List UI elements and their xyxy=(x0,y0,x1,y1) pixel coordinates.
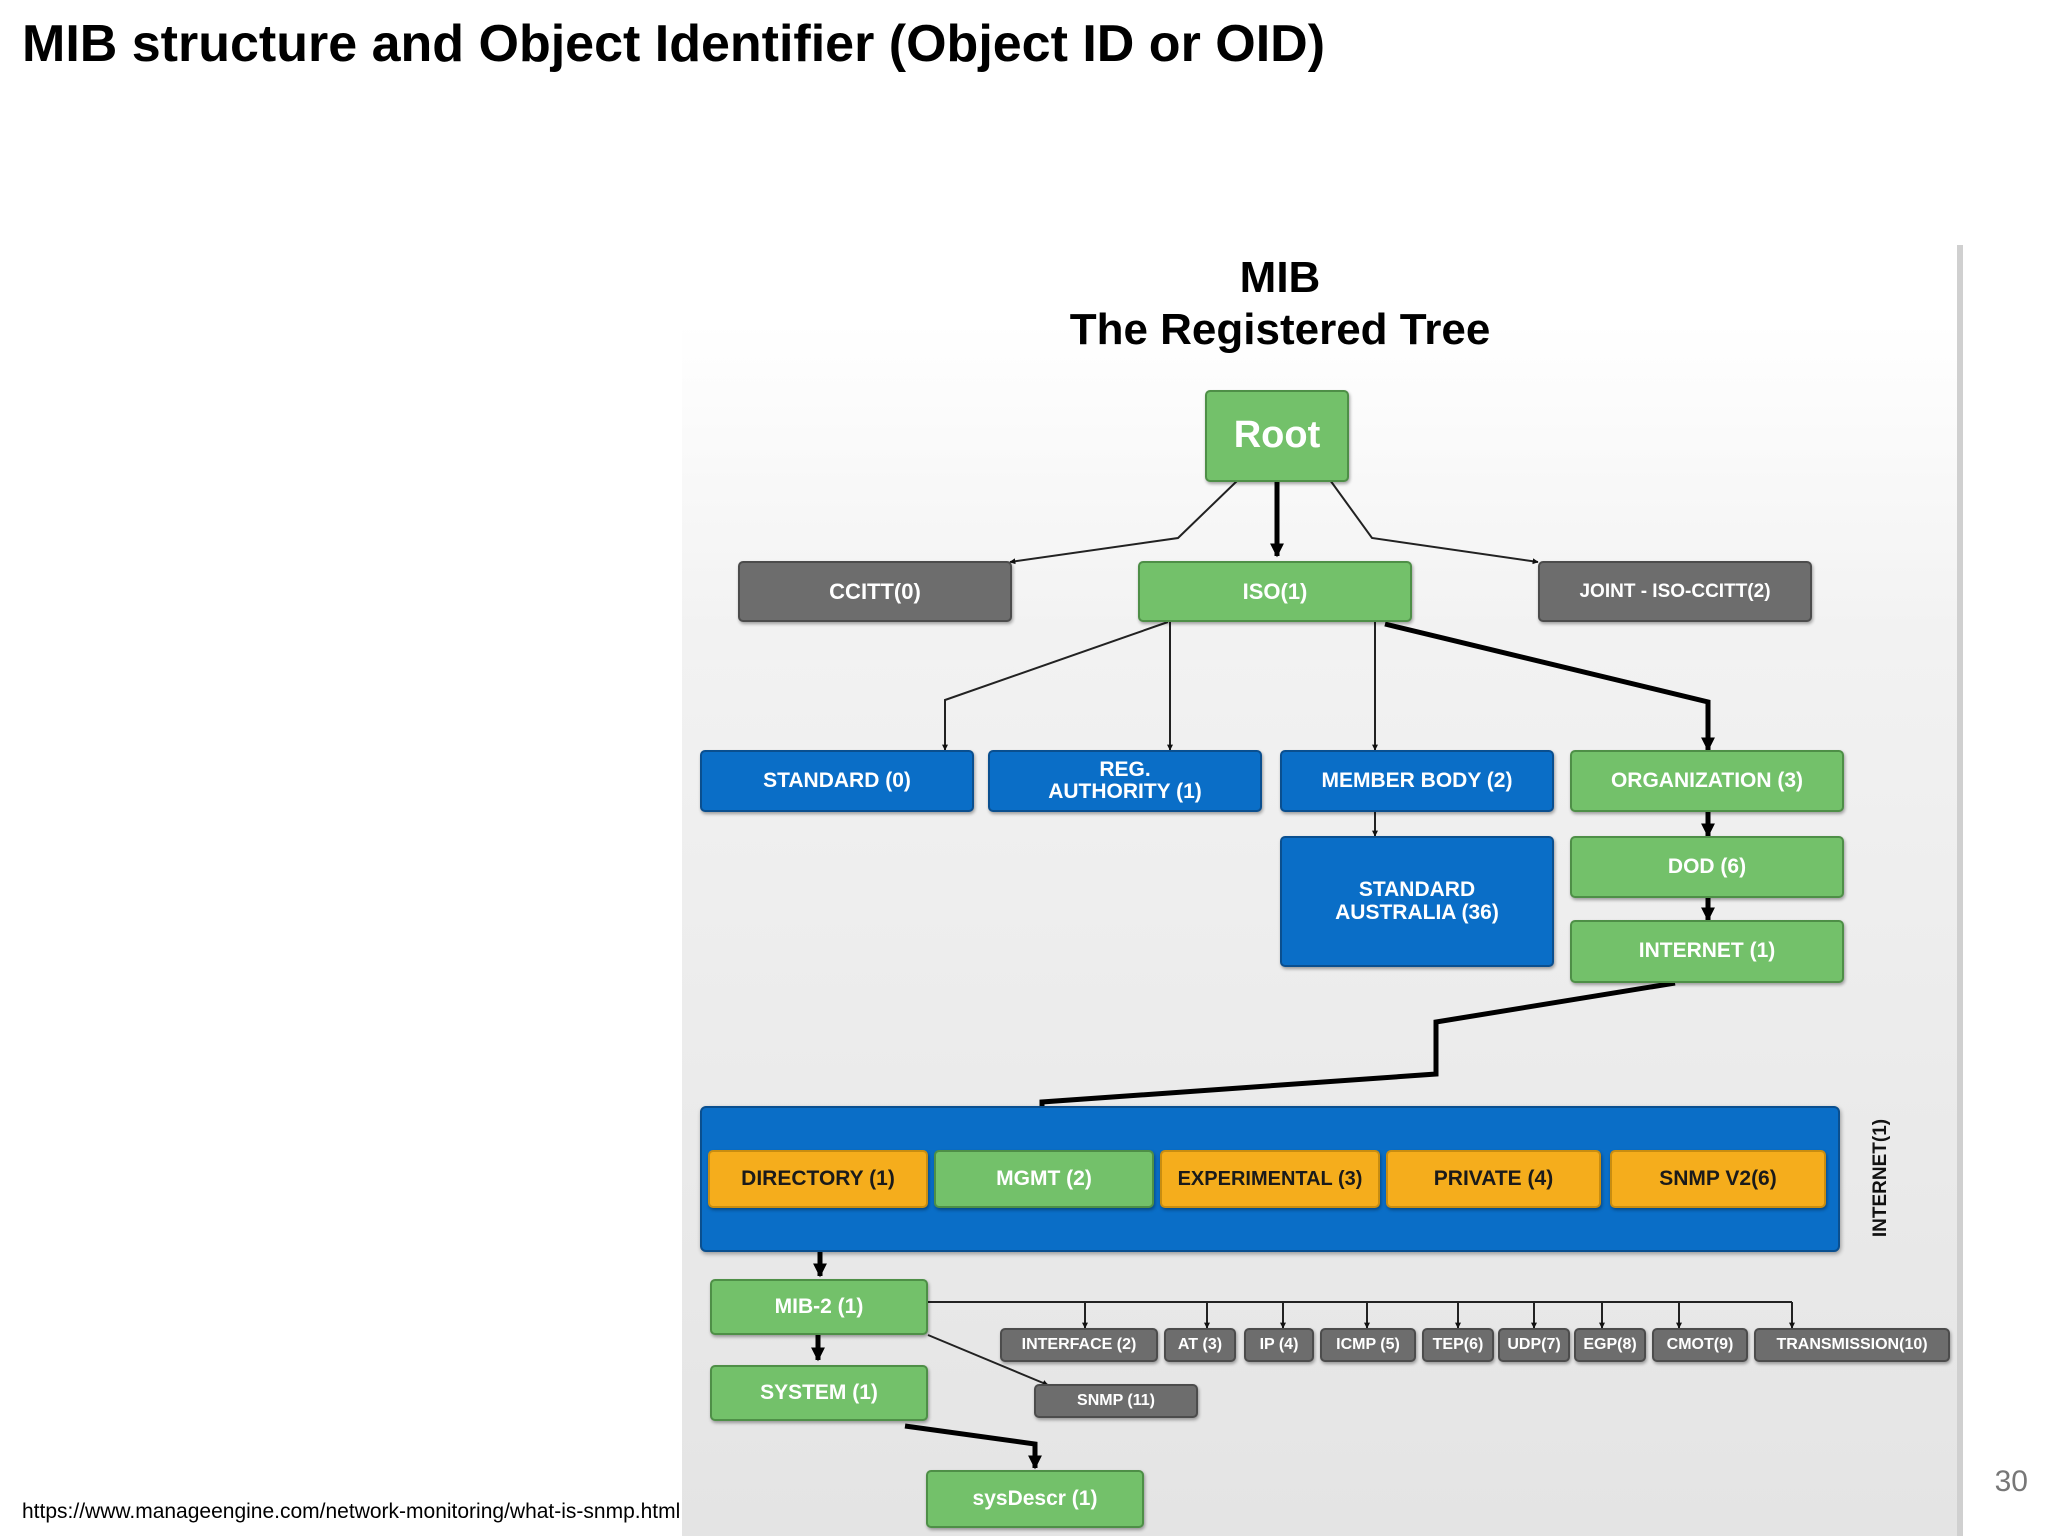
node-transmission: TRANSMISSION(10) xyxy=(1754,1328,1950,1362)
node-reg-authority-line2: AUTHORITY (1) xyxy=(1048,780,1202,803)
node-reg-authority-line1: REG. xyxy=(1099,757,1151,781)
node-ip: IP (4) xyxy=(1244,1328,1314,1362)
node-private: PRIVATE (4) xyxy=(1386,1150,1601,1208)
node-at: AT (3) xyxy=(1164,1328,1236,1362)
node-udp: UDP(7) xyxy=(1498,1328,1570,1362)
edge-root-ccitt xyxy=(1009,479,1239,565)
node-mgmt: MGMT (2) xyxy=(934,1150,1154,1208)
slide-title: MIB structure and Object Identifier (Obj… xyxy=(22,15,1326,73)
node-reg-authority: REG. AUTHORITY (1) xyxy=(988,750,1262,812)
node-ccitt: CCITT(0) xyxy=(738,561,1012,622)
node-dod: DOD (6) xyxy=(1570,836,1844,898)
edge-system-sysdescr xyxy=(904,1423,1042,1470)
node-standard-australia-line1: STANDARD xyxy=(1358,878,1476,902)
node-standard: STANDARD (0) xyxy=(700,750,974,812)
node-snmpv2: SNMP V2(6) xyxy=(1610,1150,1826,1208)
diagram-edge xyxy=(1957,245,1963,1536)
node-iso: ISO(1) xyxy=(1138,561,1412,622)
node-sysdescr: sysDescr (1) xyxy=(926,1470,1144,1528)
internet-panel-label-text: INTERNET(1) xyxy=(1870,1118,1891,1238)
diagram-title-line2: The Registered Tree xyxy=(1069,305,1491,354)
node-root: Root xyxy=(1205,390,1349,482)
node-cmot: CMOT(9) xyxy=(1652,1328,1748,1362)
edge-iso-organization xyxy=(1384,621,1715,752)
edge-iso-standard xyxy=(942,621,1169,751)
node-snmp: SNMP (11) xyxy=(1034,1384,1198,1418)
node-internet: INTERNET (1) xyxy=(1570,920,1844,983)
node-interface: INTERFACE (2) xyxy=(1000,1328,1158,1362)
diagram-title-line1: MIB xyxy=(1239,253,1321,302)
node-icmp: ICMP (5) xyxy=(1320,1328,1416,1362)
node-tcp: TEP(6) xyxy=(1422,1328,1494,1362)
edge-root-joint xyxy=(1329,479,1539,565)
node-experimental: EXPERIMENTAL (3) xyxy=(1160,1150,1380,1208)
node-egp: EGP(8) xyxy=(1574,1328,1646,1362)
internet-panel-label: INTERNET(1) xyxy=(1868,1108,1894,1248)
diagram-title: MIB The Registered Tree xyxy=(1000,252,1560,356)
node-organization: ORGANIZATION (3) xyxy=(1570,750,1844,812)
node-member-body: MEMBER BODY (2) xyxy=(1280,750,1554,812)
source-url: https://www.manageengine.com/network-mon… xyxy=(22,1500,681,1523)
node-joint-iso-ccitt: JOINT - ISO-CCITT(2) xyxy=(1538,561,1812,622)
node-directory: DIRECTORY (1) xyxy=(708,1150,928,1208)
node-standard-australia: STANDARD AUSTRALIA (36) xyxy=(1280,836,1554,967)
node-mib2: MIB-2 (1) xyxy=(710,1279,928,1335)
edge-mib2-snmp xyxy=(927,1334,1049,1386)
node-standard-australia-line2: AUSTRALIA (36) xyxy=(1335,900,1499,924)
page-number: 30 xyxy=(1994,1465,2028,1498)
node-system: SYSTEM (1) xyxy=(710,1365,928,1421)
